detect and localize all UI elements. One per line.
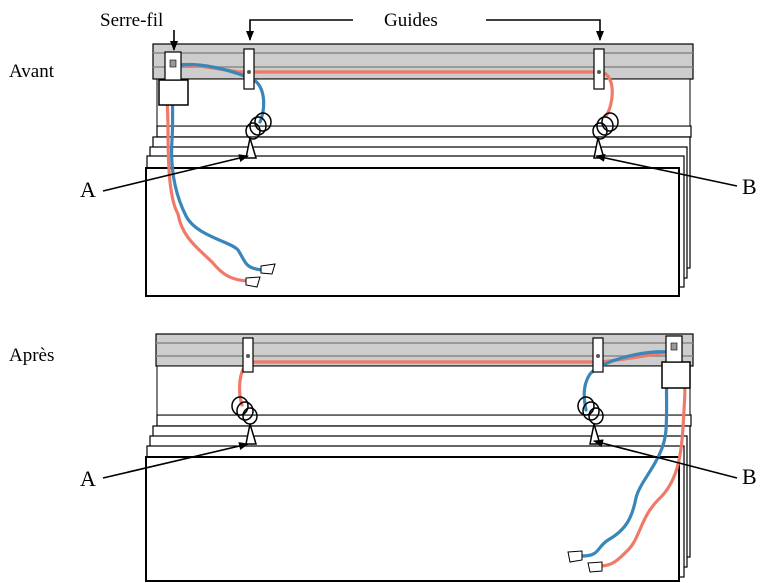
panel-avant xyxy=(102,43,738,297)
blue-wire xyxy=(580,350,672,558)
guide-bracket-right xyxy=(592,337,604,373)
coil-b-avant xyxy=(592,112,619,159)
front-panel xyxy=(145,456,680,582)
guides-label: Guides xyxy=(384,10,438,31)
coil-a-apres xyxy=(231,396,258,445)
label-b-avant: B xyxy=(742,174,757,199)
coil-a-avant xyxy=(245,112,272,159)
arrow-b-avant xyxy=(595,153,738,187)
wire-ends-apres xyxy=(567,550,603,573)
guides-bracket-arrows xyxy=(246,19,604,41)
label-a-avant: A xyxy=(80,177,96,202)
apres-label: Après xyxy=(9,345,54,366)
serre-fil-clamp-avant xyxy=(158,51,189,106)
arrow-a-apres xyxy=(102,442,249,479)
guide-bracket-left xyxy=(243,48,255,90)
panel-apres xyxy=(102,333,738,582)
label-a-apres: A xyxy=(80,466,96,491)
guide-bracket-right xyxy=(593,48,605,90)
serre-fil-clamp-apres xyxy=(661,335,691,389)
wire-ends-avant xyxy=(245,263,276,288)
guide-bracket-left xyxy=(242,337,254,373)
label-b-apres: B xyxy=(742,464,757,489)
arrow-b-apres xyxy=(593,439,738,479)
front-panel xyxy=(145,167,680,297)
avant-label: Avant xyxy=(9,61,55,82)
arrow-a-avant xyxy=(102,154,249,192)
serre-fil-label: Serre-fil xyxy=(100,10,163,31)
